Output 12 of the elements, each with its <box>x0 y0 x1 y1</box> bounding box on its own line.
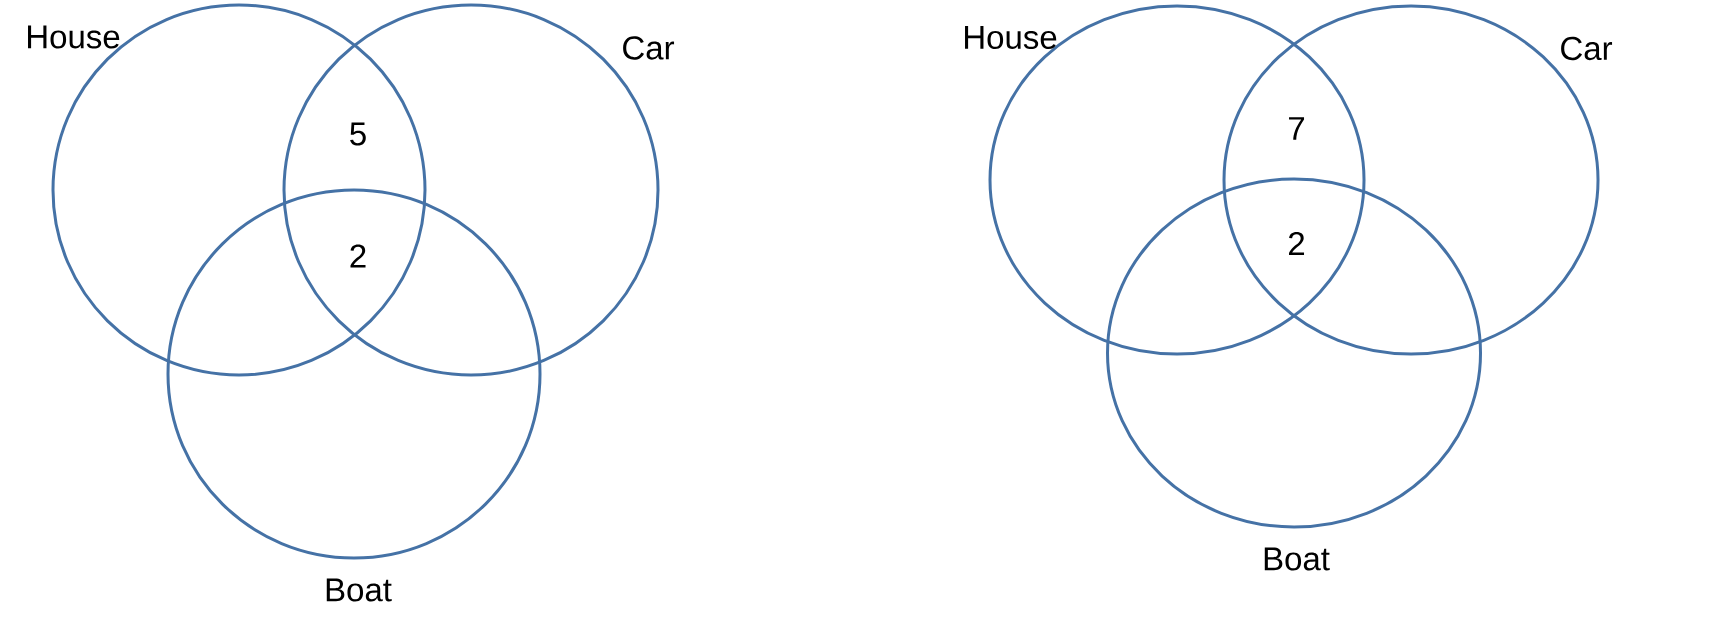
set-label: House <box>28 25 120 49</box>
set-label: House <box>965 25 1057 49</box>
set-label: Boat <box>326 578 392 602</box>
region-count: 5 <box>350 122 366 146</box>
region-count: 2 <box>350 244 366 268</box>
set-label: Car <box>623 36 675 60</box>
set-label: Car <box>1561 36 1613 61</box>
venn-ellipse <box>1106 177 1482 529</box>
set-label: Boat <box>1264 547 1330 571</box>
venn-ellipse <box>166 188 542 560</box>
region-count: 2 <box>1289 232 1305 255</box>
region-count: 7 <box>1289 117 1305 140</box>
